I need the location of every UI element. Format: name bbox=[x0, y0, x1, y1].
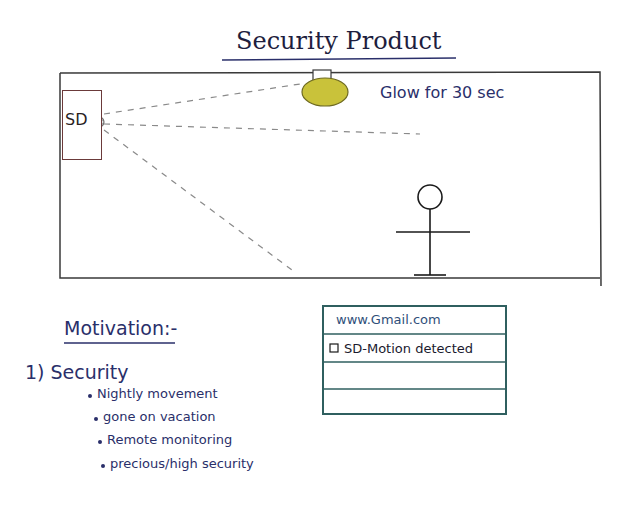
email-window: www.Gmail.comSD-Motion detected bbox=[322, 305, 507, 415]
bullet-item: Nightly movement bbox=[97, 387, 218, 402]
title-underline bbox=[222, 58, 456, 60]
bullet-dots bbox=[88, 394, 105, 468]
diagram-title: Security Product bbox=[236, 28, 442, 56]
node-text: SD bbox=[65, 111, 87, 129]
bullet-item: precious/high security bbox=[110, 457, 254, 472]
list-item: 1) Security bbox=[25, 362, 129, 384]
motivation-underline bbox=[64, 342, 175, 343]
bullet-item: Remote monitoring bbox=[107, 433, 232, 448]
node-text: www.Gmail.com bbox=[336, 313, 441, 328]
sensor-beams bbox=[104, 84, 420, 270]
bullet-item: gone on vacation bbox=[103, 410, 216, 425]
section-heading: Motivation:- bbox=[64, 318, 177, 340]
email-rows bbox=[322, 334, 507, 389]
stick-figure bbox=[396, 185, 470, 275]
room-outline bbox=[60, 72, 601, 286]
sensor-device: SD bbox=[62, 90, 102, 160]
bulb-note: Glow for 30 sec bbox=[380, 84, 504, 102]
email-checkbox bbox=[330, 344, 338, 352]
bulb bbox=[302, 78, 348, 106]
node-text: SD-Motion detected bbox=[344, 342, 473, 357]
